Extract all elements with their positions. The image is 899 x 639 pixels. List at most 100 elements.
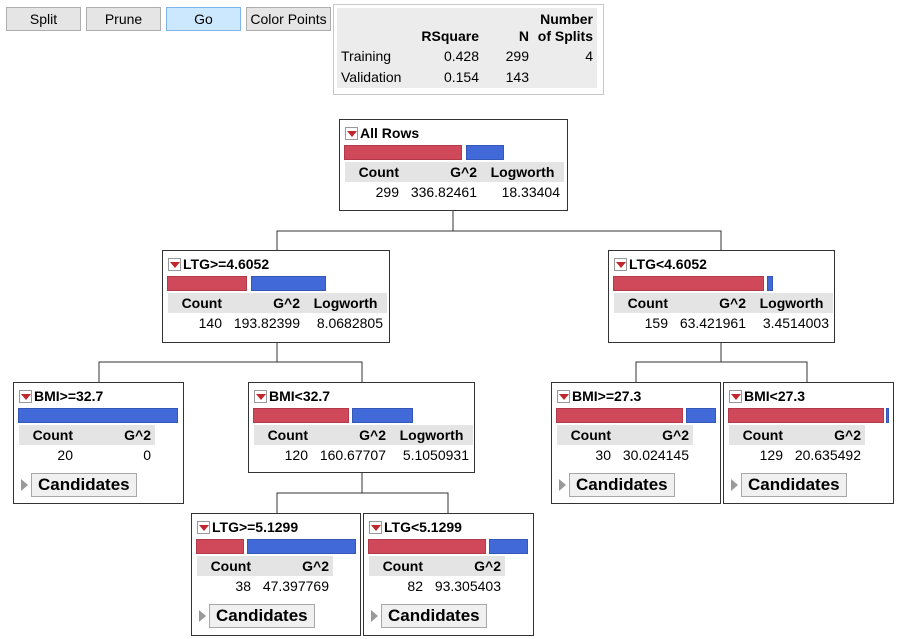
node-label: LTG<4.6052 [629, 256, 707, 272]
candidates-outline[interactable]: Candidates [199, 603, 315, 629]
node-menu-icon[interactable] [197, 520, 210, 534]
count-value: 20 [57, 447, 73, 463]
response-bar-blue [251, 276, 326, 291]
g2-value: 30.024145 [622, 447, 689, 463]
rsquare-header: RSquare [413, 8, 483, 46]
response-bar-blue [686, 408, 716, 423]
count-value: 159 [644, 315, 668, 331]
candidates-outline[interactable]: Candidates [731, 472, 847, 498]
disclosure-triangle-icon[interactable] [559, 479, 566, 491]
logworth-value: 18.33404 [501, 184, 560, 200]
node-menu-icon[interactable] [254, 389, 267, 403]
logworth-value: 8.0682805 [316, 315, 383, 331]
count-value: 140 [198, 315, 222, 331]
node-label: LTG>=5.1299 [212, 519, 299, 535]
response-bar-red [253, 408, 349, 423]
summary-corner [337, 8, 413, 46]
response-bar-blue [466, 145, 504, 160]
candidates-outline[interactable]: Candidates [371, 603, 487, 629]
count-header: Count [254, 425, 312, 445]
node-label: BMI<32.7 [269, 388, 331, 404]
split-button[interactable]: Split [6, 7, 81, 31]
response-bar-red [344, 145, 462, 160]
disclosure-triangle-icon[interactable] [199, 610, 206, 622]
count-value: 82 [407, 578, 423, 594]
response-bar-red [368, 539, 486, 554]
candidates-button[interactable]: Candidates [31, 473, 137, 497]
response-bar-red [167, 276, 247, 291]
validation-rsquare: 0.154 [413, 67, 483, 88]
response-bar-blue [18, 408, 178, 423]
g2-header: G^2 [787, 425, 865, 445]
g2-header: G^2 [312, 425, 390, 445]
candidates-outline[interactable]: Candidates [559, 472, 675, 498]
disclosure-triangle-icon[interactable] [731, 479, 738, 491]
go-button[interactable]: Go [166, 7, 241, 31]
g2-value: 0 [143, 447, 151, 463]
g2-value: 63.421961 [679, 315, 746, 331]
g2-header: G^2 [226, 293, 304, 313]
validation-n: 143 [483, 67, 533, 88]
node-menu-icon[interactable] [369, 520, 382, 534]
node-title: LTG<5.1299 [369, 518, 462, 536]
candidates-button[interactable]: Candidates [741, 473, 847, 497]
count-value: 30 [595, 447, 611, 463]
node-menu-icon[interactable] [345, 126, 358, 140]
node-menu-icon[interactable] [729, 389, 742, 403]
count-header: Count [729, 425, 787, 445]
g2-value: 160.67707 [319, 447, 386, 463]
count-value: 120 [284, 447, 308, 463]
g2-header: G^2 [672, 293, 750, 313]
training-row: Training 0.428 299 4 [337, 46, 597, 67]
count-header: Count [197, 556, 255, 576]
count-header: Count [557, 425, 615, 445]
candidates-button[interactable]: Candidates [209, 604, 315, 628]
node-title: BMI<27.3 [729, 387, 805, 405]
g2-value: 47.397769 [262, 578, 329, 594]
node-menu-icon[interactable] [168, 257, 181, 271]
logworth-value: 3.4514003 [762, 315, 829, 331]
candidates-button[interactable]: Candidates [569, 473, 675, 497]
candidates-outline[interactable]: Candidates [21, 472, 137, 498]
g2-header: G^2 [615, 425, 693, 445]
node-title: LTG>=5.1299 [197, 518, 298, 536]
node-title: BMI>=32.7 [19, 387, 103, 405]
n-header: N [483, 8, 533, 46]
count-header: Count [19, 425, 77, 445]
validation-splits [533, 67, 597, 88]
candidates-button[interactable]: Candidates [381, 604, 487, 628]
count-value: 299 [375, 184, 399, 200]
color-points-button[interactable]: Color Points [246, 7, 331, 31]
node-menu-icon[interactable] [614, 257, 627, 271]
prune-button[interactable]: Prune [86, 7, 161, 31]
disclosure-triangle-icon[interactable] [21, 479, 28, 491]
g2-header: G^2 [403, 162, 481, 182]
node-menu-icon[interactable] [557, 389, 570, 403]
g2-value: 20.635492 [794, 447, 861, 463]
disclosure-triangle-icon[interactable] [371, 610, 378, 622]
response-bar-blue [886, 408, 889, 423]
count-header: Count [369, 556, 427, 576]
logworth-header: Logworth [481, 162, 564, 182]
response-bar-red [196, 539, 244, 554]
node-title: BMI>=27.3 [557, 387, 641, 405]
response-bar-red [613, 276, 764, 291]
response-bar-red [728, 408, 884, 423]
node-menu-icon[interactable] [19, 389, 32, 403]
count-header: Count [345, 162, 403, 182]
training-n: 299 [483, 46, 533, 67]
